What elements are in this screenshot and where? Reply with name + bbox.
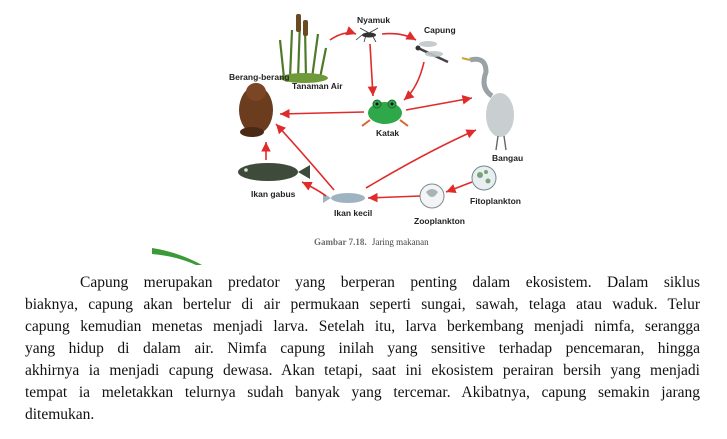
paragraph-line-1: Capung merupakan predator yang berperan …	[80, 274, 700, 291]
zooplankton-icon	[419, 183, 445, 209]
frog-icon	[361, 99, 409, 127]
arrow-frog-to-heron	[405, 94, 473, 111]
aquatic-plant-icon	[278, 14, 328, 83]
paragraph-line-5: akhirnya ia menjadi capung dewasa. Akan …	[25, 362, 700, 379]
arrow-smallfish-to-snakehead	[301, 181, 327, 197]
small-fish-icon	[323, 193, 365, 203]
arrow-mosquito-to-dragonfly	[381, 31, 417, 41]
arrow-phyto-to-zooplankton	[445, 181, 473, 194]
arrow-dragonfly-to-frog	[403, 61, 425, 101]
arrow-plant-to-mosquito	[329, 26, 357, 41]
label-zooplankton: Zooplankton	[414, 216, 465, 226]
arrow-smallfish-to-beaver	[275, 123, 335, 191]
beaver-icon	[239, 83, 273, 137]
snakehead-fish-icon	[238, 163, 310, 181]
dragonfly-icon	[415, 41, 449, 64]
label-tanaman-air: Tanaman Air	[292, 81, 343, 91]
paragraph-line-3: capung kemudian menetas menjadi larva. S…	[25, 318, 700, 335]
paragraph-line-4: yang hidup di dalam air. Nimfa capung in…	[25, 340, 700, 357]
arrow-zooplankton-to-smallfish	[367, 192, 421, 203]
heron-icon	[461, 56, 514, 151]
food-web-figure: Tanaman Air Nyamuk Capung Berang-berang …	[152, 14, 523, 265]
mosquito-icon	[355, 27, 379, 43]
arrow-smallfish-to-heron	[365, 129, 477, 189]
paragraph-line-6: tempat ia meletakkan telurnya sudah bany…	[25, 384, 700, 401]
decorative-green-swoosh	[152, 248, 202, 265]
label-ikan-gabus: Ikan gabus	[251, 189, 296, 199]
label-ikan-kecil: Ikan kecil	[334, 208, 372, 218]
caption-text: Jaring makanan	[372, 237, 429, 247]
phytoplankton-icon	[471, 165, 497, 191]
label-fitoplankton: Fitoplankton	[470, 196, 521, 206]
caption-number: Gambar 7.18.	[314, 237, 367, 247]
figure-caption: Gambar 7.18. Jaring makanan	[314, 237, 429, 247]
label-bangau: Bangau	[492, 153, 523, 163]
paragraph-line-2: biaknya, capung akan bertelur di air per…	[25, 296, 700, 313]
food-web-arrows	[261, 26, 477, 203]
arrow-frog-to-beaver	[279, 108, 365, 119]
arrow-mosquito-to-frog	[367, 43, 378, 97]
paragraph-line-7: ditemukan.	[25, 406, 95, 423]
label-berang-berang: Berang-berang	[229, 72, 289, 82]
label-capung: Capung	[424, 25, 456, 35]
label-nyamuk: Nyamuk	[357, 15, 390, 25]
label-katak: Katak	[376, 128, 399, 138]
